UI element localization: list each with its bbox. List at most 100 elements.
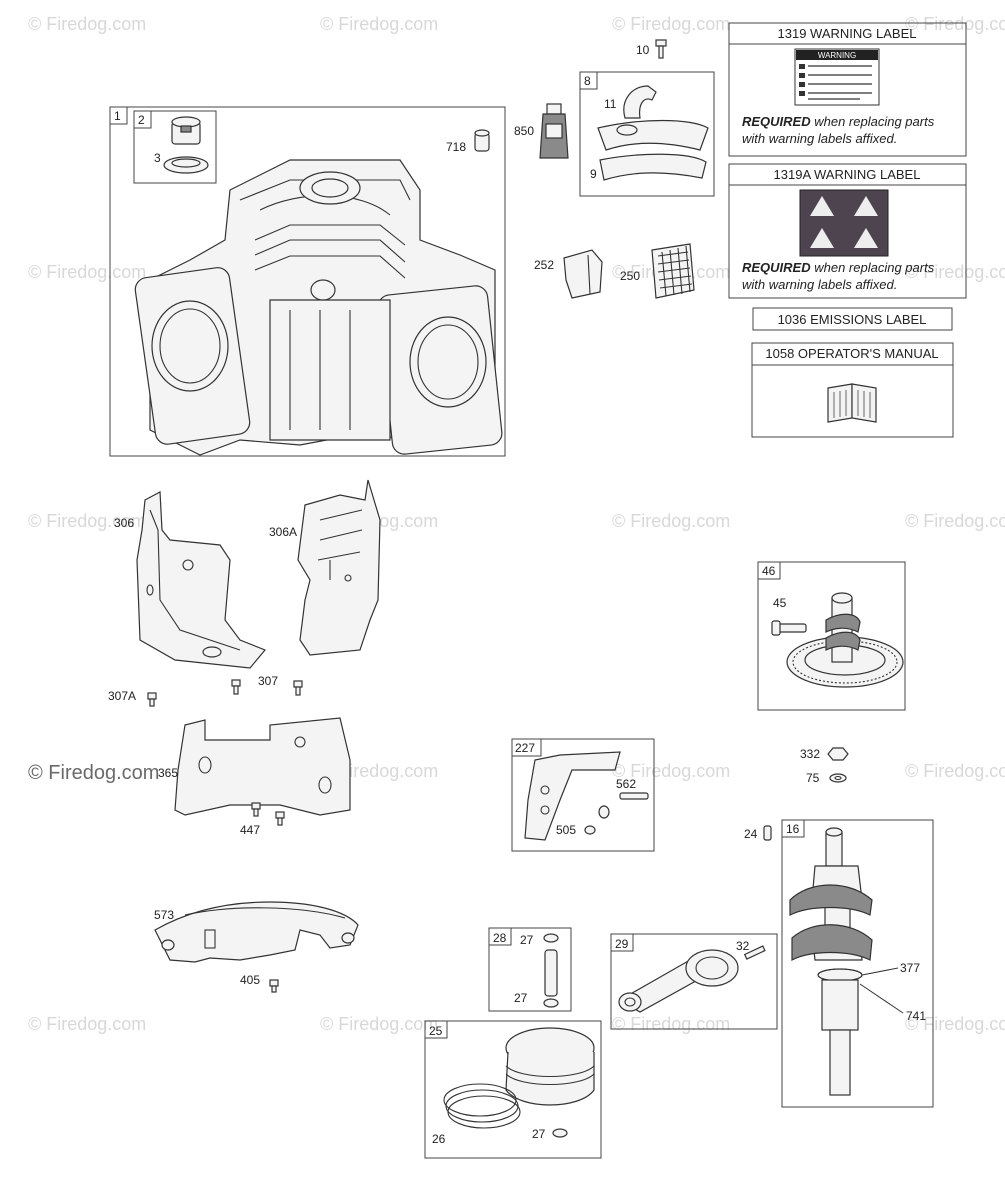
key-pin-part — [763, 825, 772, 841]
callout-29: 29 — [615, 937, 629, 951]
cylinder-shroud-a-part — [297, 479, 381, 656]
callout-10: 10 — [636, 43, 650, 57]
watermark: © Firedog.com — [320, 14, 438, 34]
warning-label-1319a-panel: 1319A WARNING LABEL REQUIRED when replac… — [728, 163, 967, 299]
panel-title: 1058 OPERATOR'S MANUAL — [765, 346, 938, 361]
callout-25: 25 — [429, 1024, 443, 1038]
engine-block-part — [134, 159, 503, 456]
group-tag-16 — [781, 819, 805, 838]
callout-1: 1 — [114, 109, 121, 123]
callout-562: 562 — [616, 777, 636, 791]
piston-pin-group: 28 — [488, 927, 572, 1012]
air-guide-part — [563, 249, 603, 299]
bushing-part — [171, 116, 201, 145]
group-tag-1 — [109, 106, 128, 125]
callout-2: 2 — [138, 113, 145, 127]
warning-label-1319-panel: 1319 WARNING LABEL WARNING REQUIRED when… — [728, 22, 967, 157]
watermark: © Firedog.com — [612, 761, 730, 781]
group-box-2 — [133, 110, 217, 184]
callout-11: 11 — [604, 97, 617, 111]
panel-note-line-1: REQUIRED when replacing parts — [742, 260, 935, 275]
callout-9: 9 — [590, 167, 597, 181]
callout-250: 250 — [620, 269, 640, 283]
watermark: © Firedog.com — [320, 1014, 438, 1034]
callout-307: 307 — [258, 674, 278, 688]
operators-manual-1058-panel: 1058 OPERATOR'S MANUAL — [751, 342, 954, 438]
watermark: © Firedog.com — [905, 761, 1005, 781]
callout-227: 227 — [515, 741, 535, 755]
cylinder-shroud-part — [136, 491, 266, 669]
base-bracket-part — [174, 717, 351, 816]
connecting-rod-group: 29 — [610, 933, 778, 1030]
watermark: © Firedog.com — [612, 1014, 730, 1034]
callout-16: 16 — [786, 822, 800, 836]
panel-title: 1319 WARNING LABEL — [778, 26, 917, 41]
group-box-25 — [424, 1020, 602, 1159]
governor-bracket-group: 227 — [511, 738, 655, 852]
leader-line — [861, 967, 899, 976]
screw-307a-part — [147, 692, 157, 707]
panel-note-line-1: REQUIRED when replacing parts — [742, 114, 935, 129]
group-box-28 — [488, 927, 572, 1012]
watermark-strong: © Firedog.com — [28, 762, 159, 784]
callout-3: 3 — [154, 151, 161, 165]
group-tag-8 — [579, 71, 598, 90]
group-tag-28 — [488, 927, 512, 946]
screw-part — [655, 39, 667, 59]
screw-307-part — [293, 680, 303, 696]
callout-27-ring: 27 — [532, 1127, 546, 1141]
watermark: © Firedog.com — [28, 262, 146, 282]
group-tag-227 — [511, 738, 542, 757]
group-box-227 — [511, 738, 655, 852]
callout-26: 26 — [432, 1132, 446, 1146]
crankshaft-group: 16 — [781, 819, 934, 1108]
warning-label-fine-print — [799, 64, 872, 100]
callout-27-top: 27 — [520, 933, 534, 947]
piston-group: 25 — [424, 1020, 602, 1159]
dowel-pin-part — [474, 129, 490, 152]
callout-27-bottom: 27 — [514, 991, 528, 1005]
callout-306a: 306A — [269, 525, 297, 539]
callout-365: 365 — [158, 766, 178, 780]
screw-405-part — [269, 979, 279, 993]
panel-note-line-2: with warning labels affixed. — [742, 131, 897, 146]
group-tag-29 — [610, 933, 634, 952]
sealant-tube-part — [539, 103, 569, 159]
book-icon — [827, 383, 877, 423]
callout-252: 252 — [534, 258, 554, 272]
watermarks: © Firedog.com © Firedog.com © Firedog.co… — [28, 14, 1005, 1034]
screw-307-extra-part — [231, 679, 241, 695]
watermark: © Firedog.com — [28, 1014, 146, 1034]
leader-line — [859, 983, 904, 1014]
oil-seal-part — [163, 156, 209, 174]
watermark: © Firedog.com — [28, 511, 146, 531]
group-box-1 — [109, 106, 506, 457]
callout-75: 75 — [806, 771, 820, 785]
watermark: © Firedog.com — [612, 14, 730, 34]
group-box-46 — [757, 561, 906, 711]
watermark: © Firedog.com — [905, 14, 1005, 34]
hazard-icon — [810, 228, 834, 248]
callout-447: 447 — [240, 823, 260, 837]
callout-332: 332 — [800, 747, 820, 761]
callout-306: 306 — [114, 516, 134, 530]
callout-850: 850 — [514, 124, 534, 138]
group-box-16 — [781, 819, 934, 1108]
washer-part — [829, 773, 847, 783]
group-tag-2 — [133, 110, 152, 129]
screw-447-part — [251, 802, 285, 826]
callout-505: 505 — [556, 823, 576, 837]
callout-46: 46 — [762, 564, 776, 578]
panel-note-line-2: with warning labels affixed. — [742, 277, 897, 292]
callout-24: 24 — [744, 827, 758, 841]
hazard-icon — [854, 196, 878, 216]
watermark: © Firedog.com — [905, 1014, 1005, 1034]
hazard-icon — [810, 196, 834, 216]
emissions-label-1036-panel: 1036 EMISSIONS LABEL — [752, 307, 953, 331]
hazard-icon — [854, 228, 878, 248]
cylinder-block-group: 1 2 3 — [109, 106, 506, 457]
nut-part — [827, 747, 849, 761]
callout-28: 28 — [493, 931, 507, 945]
callout-32: 32 — [736, 939, 750, 953]
